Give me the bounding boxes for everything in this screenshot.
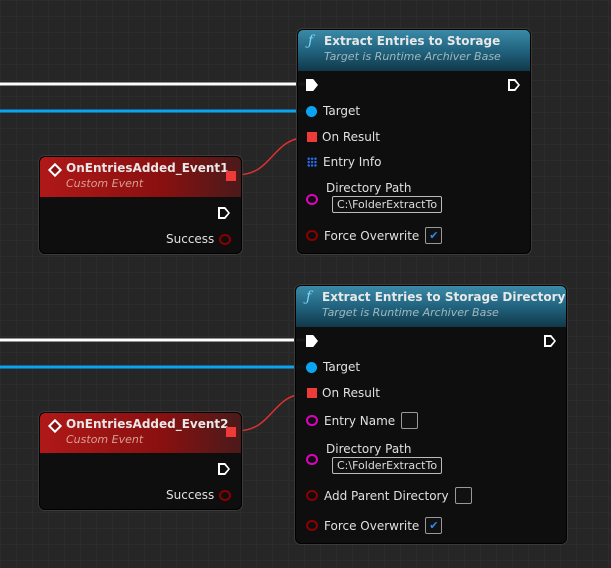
function-icon: ƒ [306, 289, 312, 305]
entry-name-pin[interactable] [306, 415, 318, 426]
exec-out-pin[interactable] [508, 79, 520, 91]
delegate-out-pin[interactable] [226, 427, 236, 437]
delegate-out-pin[interactable] [226, 171, 236, 181]
node-title: Extract Entries to Storage Directory [322, 290, 566, 304]
exec-out-pin[interactable] [218, 207, 230, 219]
exec-in-pin[interactable] [306, 335, 318, 347]
exec-out-pin[interactable] [544, 335, 556, 347]
event-icon [47, 162, 63, 178]
pin-label: On Result [322, 130, 380, 144]
pin-label: Directory Path [326, 442, 412, 456]
event-icon [47, 418, 63, 434]
custom-event-node-2[interactable]: OnEntriesAdded_Event2 Custom Event Succe… [39, 412, 242, 510]
extract-entries-node[interactable]: ƒ Extract Entries to Storage Target is R… [297, 29, 531, 254]
directory-path-input[interactable]: C:\FolderExtractTo [332, 196, 443, 213]
pin-label: Force Overwrite [324, 518, 420, 533]
force-overwrite-pin[interactable] [306, 230, 318, 241]
node-title: OnEntriesAdded_Event1 [66, 161, 229, 175]
pin-label: Force Overwrite [324, 228, 420, 243]
extract-entries-directory-node[interactable]: ƒ Extract Entries to Storage Directory T… [295, 285, 567, 544]
function-icon: ƒ [308, 33, 314, 49]
force-overwrite-checkbox[interactable]: ✔ [425, 227, 443, 244]
target-pin[interactable] [306, 105, 317, 117]
success-pin[interactable] [219, 489, 232, 501]
pin-label: Entry Info [323, 155, 382, 169]
pin-label: Add Parent Directory [324, 488, 449, 503]
custom-event-node-1[interactable]: OnEntriesAdded_Event1 Custom Event Succe… [39, 156, 242, 254]
add-parent-directory-pin[interactable] [306, 490, 318, 501]
directory-path-pin[interactable] [306, 194, 318, 205]
node-subtitle: Custom Event [66, 433, 144, 446]
pin-label: Target [323, 104, 361, 118]
add-parent-directory-checkbox[interactable] [454, 487, 472, 504]
success-pin[interactable] [219, 233, 232, 245]
node-header: ƒ Extract Entries to Storage Target is R… [298, 30, 530, 71]
exec-out-pin[interactable] [218, 463, 230, 475]
node-header: OnEntriesAdded_Event1 Custom Event [40, 157, 241, 197]
node-title: Extract Entries to Storage [324, 34, 501, 48]
force-overwrite-checkbox[interactable]: ✔ [425, 517, 443, 534]
pin-label: Target [323, 360, 361, 374]
node-subtitle: Target is Runtime Archiver Base [324, 50, 501, 63]
on-result-pin[interactable] [307, 388, 317, 398]
node-header: OnEntriesAdded_Event2 Custom Event [40, 413, 241, 453]
node-subtitle: Target is Runtime Archiver Base [322, 306, 499, 319]
pin-label: Entry Name [324, 413, 396, 428]
force-overwrite-pin[interactable] [306, 520, 318, 531]
node-title: OnEntriesAdded_Event2 [66, 417, 229, 431]
pin-label: Directory Path [326, 181, 412, 195]
entry-info-pin[interactable] [307, 157, 317, 167]
target-pin[interactable] [306, 361, 317, 373]
directory-path-input[interactable]: C:\FolderExtractTo [332, 457, 443, 474]
entry-name-checkbox[interactable] [401, 412, 419, 429]
node-subtitle: Custom Event [66, 177, 144, 190]
on-result-pin[interactable] [307, 132, 317, 142]
pin-label: Success [166, 488, 215, 502]
directory-path-pin[interactable] [306, 454, 318, 465]
pin-label: Success [166, 232, 215, 246]
node-header: ƒ Extract Entries to Storage Directory T… [296, 286, 566, 327]
exec-in-pin[interactable] [306, 79, 318, 91]
pin-label: On Result [322, 386, 380, 400]
